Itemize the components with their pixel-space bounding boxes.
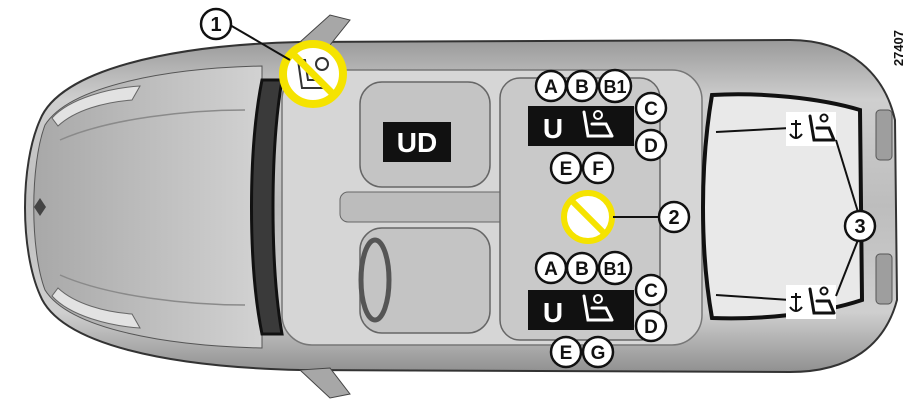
rear-right-code-d: D bbox=[634, 309, 668, 343]
callout-1: 1 bbox=[199, 7, 233, 41]
isofix-child-seat-icon bbox=[786, 285, 836, 319]
rear-right-seat-group: A B B1 C D U E G bbox=[528, 250, 668, 369]
rear-right-code-g: G bbox=[581, 335, 615, 369]
anchor-icon bbox=[789, 120, 803, 139]
anchor-icon bbox=[789, 293, 803, 312]
rear-right-code-b1: B1 bbox=[597, 250, 633, 286]
rear-left-code-d: D bbox=[634, 128, 668, 162]
rear-left-seat-group: A B B1 C D U E F bbox=[528, 68, 668, 185]
svg-text:A: A bbox=[544, 77, 558, 98]
svg-text:E: E bbox=[560, 343, 573, 364]
rear-left-code-c: C bbox=[634, 91, 668, 125]
figure-id: 27407 bbox=[891, 30, 906, 66]
svg-text:C: C bbox=[644, 281, 658, 302]
child-seat-icon bbox=[582, 294, 614, 322]
rear-left-box-letter: U bbox=[543, 113, 563, 144]
child-seat-prohibited-icon bbox=[279, 40, 347, 108]
rear-right-box-letter: U bbox=[543, 297, 563, 328]
callout-3: 3 bbox=[843, 209, 877, 243]
car-body bbox=[24, 14, 899, 399]
svg-text:D: D bbox=[644, 136, 658, 157]
rear-right-code-b: B bbox=[565, 251, 599, 285]
child-seat-icon bbox=[582, 110, 614, 138]
rear-left-code-b1: B1 bbox=[597, 68, 633, 104]
svg-text:E: E bbox=[560, 159, 573, 180]
brand-logo bbox=[34, 198, 46, 216]
callout-1-label: 1 bbox=[210, 14, 221, 36]
rear-right-code-e: E bbox=[549, 335, 583, 369]
svg-text:B: B bbox=[575, 77, 589, 98]
svg-text:C: C bbox=[644, 99, 658, 120]
rear-left-code-f: F bbox=[581, 151, 615, 185]
isofix-child-seat-icon bbox=[786, 112, 836, 146]
svg-text:B1: B1 bbox=[603, 259, 626, 279]
callout-3-label: 3 bbox=[854, 216, 865, 238]
rear-left-code-b: B bbox=[565, 69, 599, 103]
rear-left-code-e: E bbox=[549, 151, 583, 185]
front-passenger-code: UD bbox=[397, 127, 437, 158]
svg-text:D: D bbox=[644, 317, 658, 338]
callout-2-label: 2 bbox=[668, 207, 679, 229]
rear-left-code-a: A bbox=[534, 69, 568, 103]
svg-text:B1: B1 bbox=[603, 77, 626, 97]
rear-right-code-a: A bbox=[534, 251, 568, 285]
callout-2: 2 bbox=[657, 200, 691, 234]
svg-text:F: F bbox=[592, 159, 604, 180]
svg-text:A: A bbox=[544, 259, 558, 280]
svg-text:G: G bbox=[591, 343, 606, 364]
center-seat-prohibited-icon bbox=[561, 190, 615, 244]
front-passenger-label: UD bbox=[383, 122, 451, 162]
rear-right-code-c: C bbox=[634, 273, 668, 307]
svg-text:B: B bbox=[575, 259, 589, 280]
